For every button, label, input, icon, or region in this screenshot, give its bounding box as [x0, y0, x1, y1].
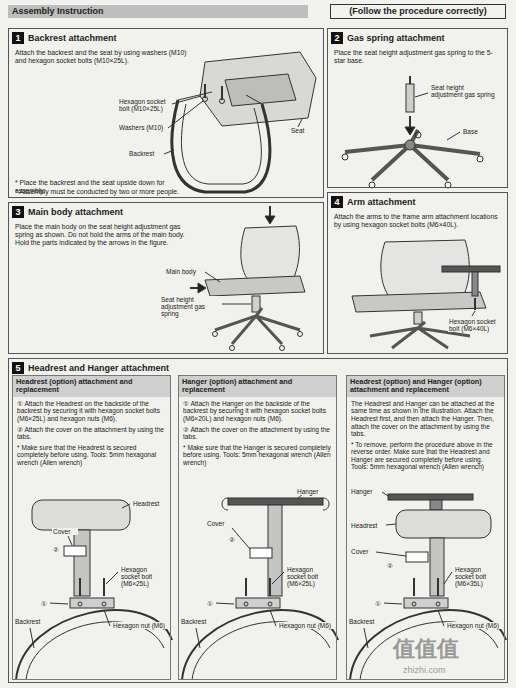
step-number: 2 [331, 32, 343, 44]
instruction-text: Place the seat height adjustment gas spr… [334, 49, 502, 65]
part-label: Hanger [296, 488, 328, 495]
callout-number: ① [40, 600, 50, 607]
part-label: Base [462, 128, 488, 135]
instruction-text: * Make sure that the Headrest is secured… [17, 444, 166, 467]
page-title: Assembly Instruction [8, 5, 308, 18]
part-label: Washers (M10) [118, 124, 168, 131]
instruction-text: * Assembly must be conducted by two or m… [15, 188, 185, 196]
section-heading: Main body attachment [28, 206, 123, 218]
part-label: Seat height adjustment gas spring [160, 296, 222, 317]
step-number: 1 [12, 32, 24, 44]
callout-number: ② [228, 536, 238, 543]
part-label: Headrest [132, 500, 168, 507]
section-box: 1 Backrest attachmentAttach the backrest … [8, 28, 324, 198]
instruction-text: ② Attach the cover on the attachment by … [17, 426, 166, 441]
callout-number: ① [206, 600, 216, 607]
watermark: zhizhi.com [402, 666, 447, 676]
step-number: 3 [12, 206, 24, 218]
part-label: Hexagon nut (M6) [446, 622, 502, 629]
callout-number: ② [386, 562, 396, 569]
step-number: 5 [12, 362, 24, 374]
part-label: Cover [52, 528, 78, 535]
sub-section-box: Hanger (option) attachment and replaceme… [178, 375, 337, 680]
header-note: (Follow the procedure correctly) [330, 4, 506, 19]
instruction-text: ① Attach the Headrest on the backside of… [17, 400, 166, 423]
sub-heading: Headrest (option) attachment and replace… [13, 376, 170, 397]
part-label: Hexagon socket bolt (M6×40L) [448, 318, 506, 332]
instruction-text: Attach the arms to the frame arm attachm… [334, 213, 502, 229]
section-heading: Backrest attachment [28, 32, 117, 44]
part-label: Hexagon socket bolt (M6×35L) [454, 566, 502, 587]
part-label: Backrest [128, 150, 164, 157]
instruction-text: ② Attach the cover on the attachment by … [183, 426, 332, 441]
sub-heading: Headrest (option) and Hanger (option) at… [347, 376, 504, 397]
instruction-text: * Make sure that the Hanger is secured c… [183, 444, 332, 467]
part-label: Backrest [348, 618, 384, 625]
instruction-text: The Headrest and Hanger can be attached … [351, 400, 500, 438]
section-heading: Gas spring attachment [347, 32, 445, 44]
sub-section-box: Headrest (option) attachment and replace… [12, 375, 171, 680]
part-label: Headrest [350, 522, 386, 529]
callout-number: ② [52, 546, 62, 553]
part-label: Cover [206, 520, 232, 527]
part-label: Hexagon nut (M6) [278, 622, 334, 629]
part-label: Seat [290, 127, 316, 134]
section-heading: Headrest and Hanger attachment [28, 362, 169, 374]
step-number: 4 [331, 196, 343, 208]
instruction-text: * To remove, perform the procedure above… [351, 441, 500, 471]
watermark: 值值值 [392, 638, 460, 660]
part-label: Hexagon socket bolt (M6×25L) [286, 566, 334, 587]
instruction-text: Place the main body on the seat height a… [15, 223, 187, 246]
part-label: Backrest [180, 618, 216, 625]
part-label: Hexagon socket bolt (M10×25L) [118, 98, 172, 112]
part-label: Seat height adjustment gas spring [430, 84, 498, 98]
section-heading: Arm attachment [347, 196, 416, 208]
section-box: 5 Headrest and Hanger attachmentHeadrest … [8, 358, 508, 683]
sub-heading: Hanger (option) attachment and replaceme… [179, 376, 336, 397]
part-label: Cover [350, 548, 376, 555]
part-label: Backrest [14, 618, 50, 625]
section-box: 3 Main body attachmentPlace the main body… [8, 202, 324, 354]
instruction-text: ① Attach the Hanger on the backside of t… [183, 400, 332, 423]
section-box: 2 Gas spring attachmentPlace the seat hei… [327, 28, 508, 188]
part-label: Hanger [350, 488, 382, 495]
instruction-text: Attach the backrest and the seat by usin… [15, 49, 195, 65]
callout-number: ① [374, 600, 384, 607]
part-label: Hexagon nut (M6) [112, 622, 168, 629]
part-label: Main body [165, 268, 205, 275]
part-label: Hexagon socket bolt (M6×25L) [120, 566, 168, 587]
